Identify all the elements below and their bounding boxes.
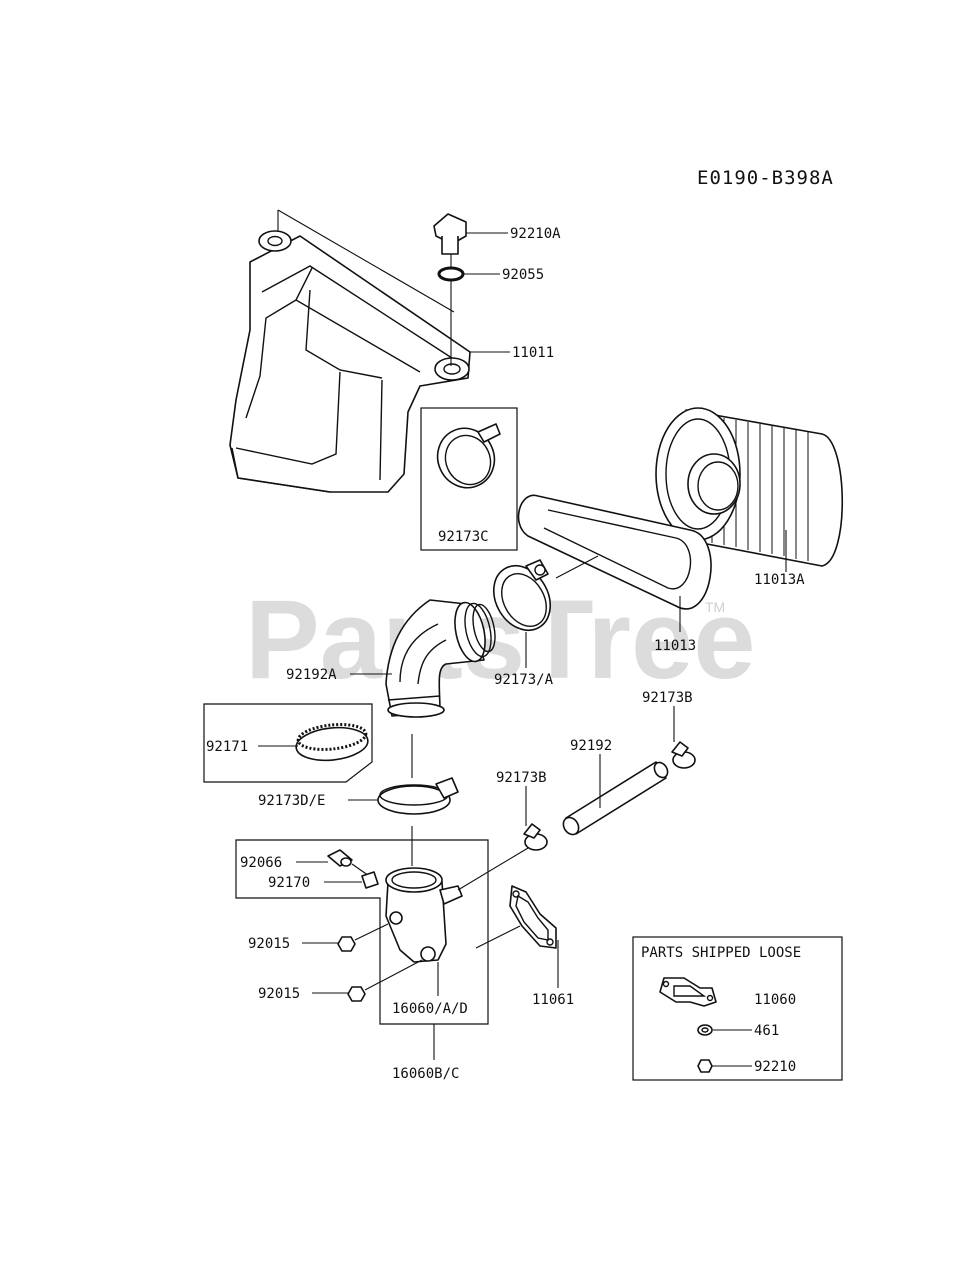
- throttle-body-assembly-box: [235, 839, 489, 1025]
- label-92015-a: 92015: [248, 936, 290, 952]
- loose-item-461: 461: [754, 1023, 779, 1039]
- label-92066: 92066: [240, 855, 282, 871]
- clamp-92171-box: [203, 703, 373, 783]
- label-11011: 11011: [512, 345, 554, 361]
- fitting-92170[interactable]: [361, 871, 379, 889]
- label-92192: 92192: [570, 738, 612, 754]
- label-11013: 11013: [654, 638, 696, 654]
- diagram-code: E0190-B398A: [697, 167, 834, 189]
- watermark-trademark: TM: [705, 599, 725, 615]
- label-92055: 92055: [502, 267, 544, 283]
- label-92192A: 92192A: [286, 667, 337, 683]
- label-92171: 92171: [206, 739, 248, 755]
- label-92173A: 92173/A: [494, 672, 554, 688]
- washer-461[interactable]: [697, 1024, 713, 1036]
- wing-bolt-92210A[interactable]: [433, 213, 467, 255]
- nipple-92066[interactable]: [327, 849, 353, 867]
- clamp-92173C-box: [420, 407, 518, 551]
- gasket-11060[interactable]: [659, 977, 717, 1007]
- nut-92210[interactable]: [697, 1059, 713, 1073]
- clamp-92173B-mid[interactable]: [523, 823, 548, 851]
- loose-item-92210: 92210: [754, 1059, 796, 1075]
- label-92173B-mid: 92173B: [496, 770, 547, 786]
- clamp-92173D-E[interactable]: [377, 777, 459, 815]
- label-92015-b: 92015: [258, 986, 300, 1002]
- label-16060BC: 16060B/C: [392, 1066, 459, 1082]
- clamp-92173-A[interactable]: [482, 556, 561, 641]
- label-92173C: 92173C: [438, 529, 489, 545]
- throttle-body-16060[interactable]: [385, 867, 463, 963]
- nut-92015-b[interactable]: [347, 986, 366, 1002]
- gasket-11061[interactable]: [509, 885, 557, 949]
- washer-92055[interactable]: [437, 266, 465, 282]
- parts-shipped-loose-panel: PARTS SHIPPED LOOSE 11060 461 92210: [632, 936, 843, 1081]
- clamp-92173B-top[interactable]: [671, 741, 696, 769]
- clamp-92173C[interactable]: [428, 419, 504, 497]
- air-cleaner-cover-11011[interactable]: [229, 230, 471, 493]
- label-92210A: 92210A: [510, 226, 561, 242]
- loose-item-11060: 11060: [754, 992, 796, 1008]
- label-11013A: 11013A: [754, 572, 805, 588]
- air-filter-element-11013A[interactable]: [655, 407, 844, 567]
- pre-cleaner-11013[interactable]: [517, 494, 712, 610]
- elbow-hose-92192A[interactable]: [385, 599, 499, 718]
- label-92170: 92170: [268, 875, 310, 891]
- nut-92015-a[interactable]: [337, 936, 356, 952]
- leader-cover-top: [277, 209, 455, 313]
- label-11061: 11061: [532, 992, 574, 1008]
- clamp-92171[interactable]: [295, 722, 370, 764]
- breather-hose-92192[interactable]: [560, 760, 670, 837]
- label-92173DE: 92173D/E: [258, 793, 325, 809]
- label-16060AD: 16060/A/D: [392, 1001, 468, 1017]
- loose-parts-title: PARTS SHIPPED LOOSE: [641, 945, 801, 961]
- label-92173B-top: 92173B: [642, 690, 693, 706]
